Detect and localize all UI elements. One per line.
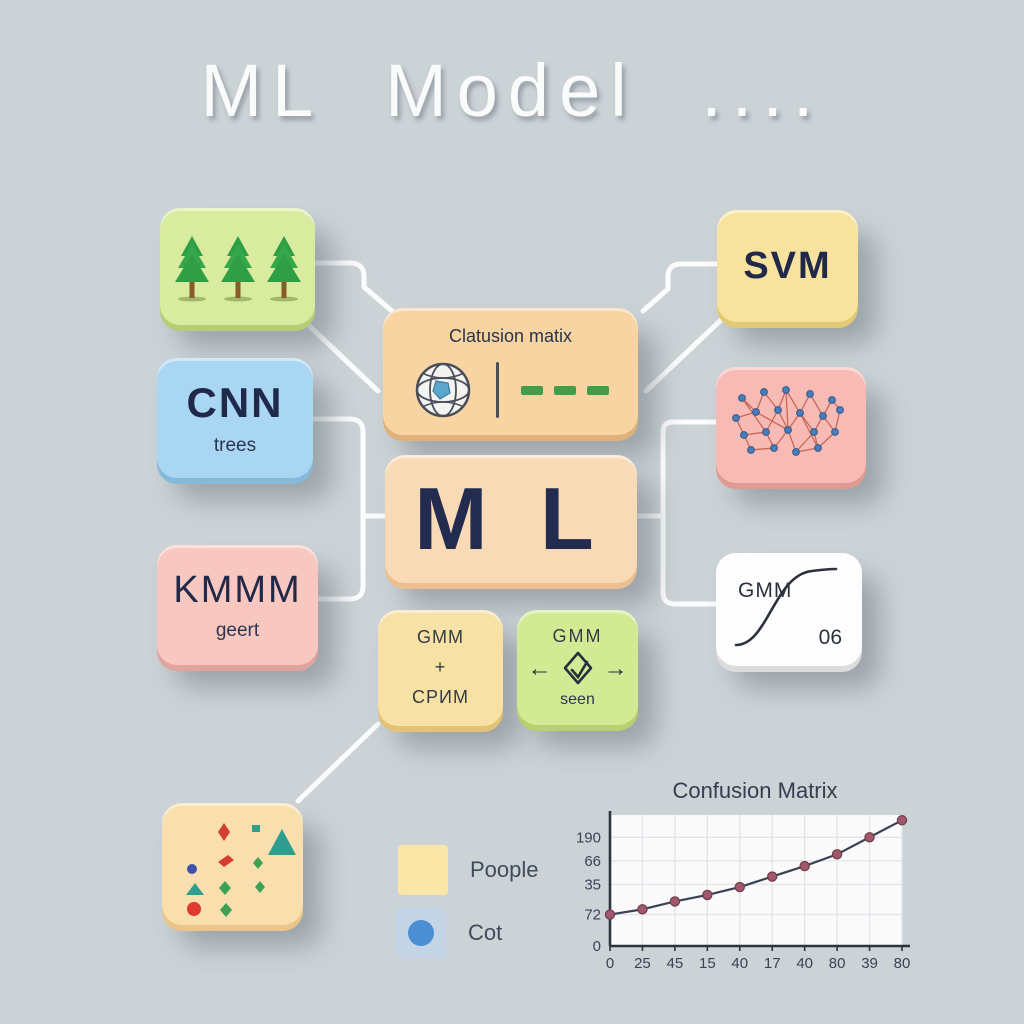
- connector-left-bracket: [311, 416, 389, 602]
- svg-text:25: 25: [634, 955, 651, 972]
- green-dashes-icon: [521, 385, 609, 395]
- svg-text:15: 15: [699, 955, 716, 972]
- svg-text:45: 45: [667, 955, 684, 972]
- legend-label: Cot: [468, 920, 503, 945]
- gmm06-title: GMM: [738, 579, 793, 602]
- svg-text:35: 35: [584, 876, 601, 893]
- scatter-shapes-box[interactable]: [162, 803, 303, 925]
- connector-clatusion-to-svm-elbow: [640, 261, 719, 314]
- clatusion-box-title: Clatusion matix: [448, 326, 573, 346]
- cnn-box[interactable]: CNN trees: [157, 358, 313, 478]
- scatter-shapes-icon: [185, 823, 296, 917]
- gmm-seen-title: GMM: [552, 626, 603, 646]
- left-arrow-icon: ←: [527, 655, 552, 682]
- gmm-plus-line2: +: [434, 657, 447, 678]
- legend-swatch-yellow: [398, 845, 448, 895]
- connector-clatusion-to-svm-diag: [643, 316, 725, 394]
- gmm-plus-line3: CPИM: [412, 686, 469, 707]
- right-arrow-icon: →: [603, 655, 628, 682]
- svg-text:39: 39: [861, 955, 878, 972]
- pine-trees-icon: [174, 235, 301, 301]
- svm-box[interactable]: SVM: [717, 210, 858, 322]
- legend-swatch-blue: [396, 908, 446, 958]
- page-title: ML Model ....: [200, 49, 824, 132]
- chart-title: Confusion Matrix: [672, 778, 838, 803]
- svg-text:190: 190: [576, 829, 601, 846]
- svg-text:17: 17: [764, 955, 781, 972]
- ml-box[interactable]: M L: [385, 455, 637, 583]
- connector-trees-to-clatusion-top: [312, 260, 395, 314]
- divider: [496, 362, 499, 418]
- gmm-plus-cpym-box[interactable]: GMM + CPИM: [378, 610, 503, 726]
- cnn-box-title: CNN: [186, 379, 284, 426]
- gmm-seen-box[interactable]: GMM ← → seen: [517, 610, 638, 725]
- svg-text:0: 0: [606, 955, 614, 972]
- svg-text:40: 40: [731, 955, 748, 972]
- svm-box-title: SVM: [743, 244, 832, 287]
- clatusion-matix-box[interactable]: Clatusion matix: [383, 308, 638, 435]
- gmm-sigmoid-box[interactable]: GMM 06: [716, 553, 862, 666]
- legend-label: Poople: [470, 857, 539, 882]
- connector-right-bracket: [634, 419, 719, 607]
- connector-trees-to-clatusion-diag: [296, 313, 381, 394]
- pine-tree: [174, 235, 209, 301]
- pine-tree: [266, 235, 301, 301]
- network-graph-box[interactable]: [716, 367, 866, 483]
- legend-dot-icon: [408, 920, 434, 946]
- gmm-seen-subtitle: seen: [560, 691, 595, 708]
- svg-text:72: 72: [584, 907, 601, 924]
- svg-text:0: 0: [593, 938, 601, 955]
- kmmm-box-title: KMMM: [173, 568, 302, 611]
- confusion-chart-plot: 190 66 35 72 00 25 45 15 40 17 40 80 39 80: [576, 811, 911, 972]
- cnn-box-subtitle: trees: [213, 435, 257, 456]
- svg-text:80: 80: [829, 955, 846, 972]
- svg-text:66: 66: [584, 853, 601, 870]
- connector-gmm-to-scatter-diag: [295, 721, 381, 804]
- diamond-check-icon: [563, 651, 592, 685]
- globe-icon: [415, 362, 471, 418]
- pine-tree: [220, 235, 255, 301]
- gmm-plus-line1: GMM: [417, 627, 464, 648]
- kmmm-box[interactable]: KMMM geert: [157, 545, 318, 665]
- gmm06-value: 06: [818, 626, 842, 649]
- svg-text:40: 40: [796, 955, 813, 972]
- sigmoid-curve-icon: [734, 567, 838, 647]
- trees-box[interactable]: [160, 208, 315, 325]
- legend-item-poople: Poople: [398, 845, 539, 895]
- ml-box-title: M L: [414, 469, 608, 568]
- graph-network-icon: [732, 386, 844, 456]
- svg-text:80: 80: [894, 955, 911, 972]
- kmmm-box-subtitle: geert: [215, 619, 260, 641]
- legend-item-cot: Cot: [396, 908, 502, 958]
